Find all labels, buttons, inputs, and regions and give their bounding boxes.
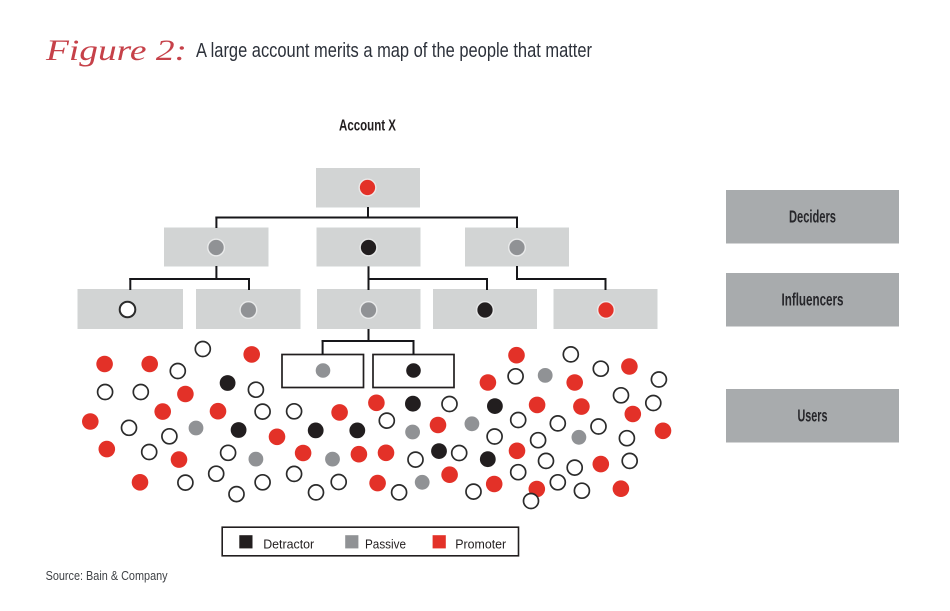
svg-text:A large account merits a map o: A large account merits a map of the peop… <box>196 40 592 62</box>
svg-text:Figure 2:: Figure 2: <box>45 34 187 67</box>
svg-text:Deciders: Deciders <box>789 207 836 227</box>
svg-text:Passive: Passive <box>365 537 406 552</box>
svg-text:Source: Bain & Company: Source: Bain & Company <box>46 568 168 583</box>
svg-text:Detractor: Detractor <box>263 537 315 552</box>
svg-text:Promoter: Promoter <box>455 537 507 552</box>
svg-text:Account X: Account X <box>339 118 396 135</box>
svg-text:Influencers: Influencers <box>782 290 844 310</box>
svg-text:Users: Users <box>798 406 828 426</box>
